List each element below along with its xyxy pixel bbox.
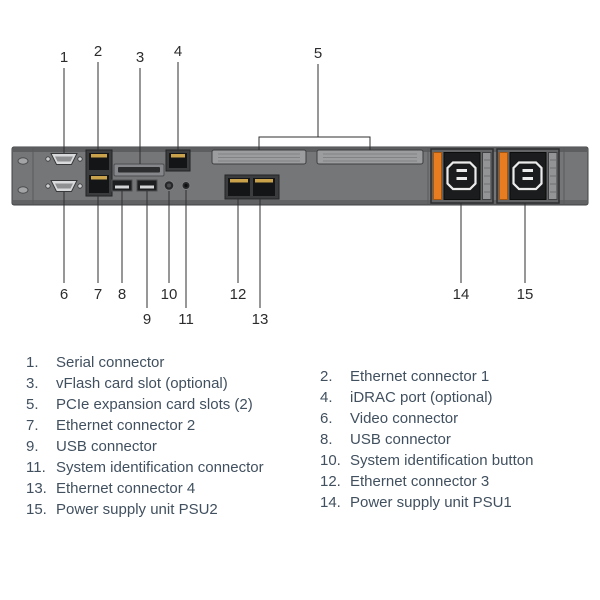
- legend-item-label: PCIe expansion card slots (2): [56, 396, 253, 413]
- legend-item-label: Power supply unit PSU2: [56, 501, 218, 518]
- legend-column-left: 1. Serial connector 3. vFlash card slot …: [26, 352, 320, 520]
- callout-number-6: 6: [59, 286, 69, 303]
- legend-item-number: 13.: [26, 480, 47, 497]
- callout-number-10: 10: [160, 286, 178, 303]
- legend-item-label: Ethernet connector 2: [56, 417, 196, 434]
- legend-item-number: 9.: [26, 438, 39, 455]
- legend-item-3: 3. vFlash card slot (optional): [26, 373, 320, 394]
- legend-item-number: 15.: [26, 501, 47, 518]
- legend-item-11: 11. System identification connector: [26, 457, 320, 478]
- legend-item-12: 12. Ethernet connector 3: [320, 471, 592, 492]
- legend-item-number: 5.: [26, 396, 39, 413]
- callout-number-11: 11: [178, 311, 194, 328]
- callout-number-2: 2: [93, 43, 103, 60]
- legend-item-number: 12.: [320, 473, 341, 490]
- legend-item-label: USB connector: [350, 431, 451, 448]
- legend-item-label: Ethernet connector 3: [350, 473, 490, 490]
- system-id-button-icon: [163, 180, 175, 191]
- legend-item-6: 6. Video connector: [320, 408, 592, 429]
- legend-item-number: 3.: [26, 375, 39, 392]
- callout-number-5: 5: [313, 45, 323, 62]
- psu2-icon: [496, 148, 560, 204]
- legend-item-label: Serial connector: [56, 354, 165, 371]
- legend-item-label: Power supply unit PSU1: [350, 494, 512, 511]
- callout-number-3: 3: [135, 49, 145, 66]
- vflash-card-slot-icon: [113, 163, 165, 177]
- callout-number-13: 13: [251, 311, 269, 328]
- callout-number-1: 1: [59, 49, 69, 66]
- serial-connector-icon: [45, 153, 83, 165]
- legend-item-8: 8. USB connector: [320, 429, 592, 450]
- legend-column-right: 2. Ethernet connector 1 4. iDRAC port (o…: [320, 366, 592, 520]
- callout-number-8: 8: [117, 286, 127, 303]
- ethernet-connector-4-icon: [253, 178, 275, 196]
- ethernet-connector-2-icon: [89, 175, 109, 193]
- rear-panel-figure: 1 2 3 4 5 6 7 8 9 10 11 12 13 14 15: [11, 43, 589, 328]
- legend-item-15: 15. Power supply unit PSU2: [26, 499, 320, 520]
- legend-item-number: 1.: [26, 354, 39, 371]
- legend-item-13: 13. Ethernet connector 4: [26, 478, 320, 499]
- legend-item-number: 8.: [320, 431, 333, 448]
- ethernet-connector-1-icon: [85, 149, 113, 197]
- callout-number-14: 14: [452, 286, 470, 303]
- usb-connector-9-icon: [136, 179, 158, 192]
- psu1-icon: [430, 148, 494, 204]
- legend-item-label: Ethernet connector 4: [56, 480, 196, 497]
- pcie-slot-2-icon: [316, 149, 424, 165]
- legend-item-4: 4. iDRAC port (optional): [320, 387, 592, 408]
- legend-item-label: vFlash card slot (optional): [56, 375, 228, 392]
- callout-number-12: 12: [229, 286, 247, 303]
- callout-lines: [63, 62, 526, 308]
- legend-item-label: Video connector: [350, 410, 459, 427]
- callout-number-9: 9: [142, 311, 152, 328]
- legend-item-number: 2.: [320, 368, 333, 385]
- callout-number-7: 7: [93, 286, 103, 303]
- system-id-connector-icon: [181, 181, 191, 190]
- legend-item-label: System identification button: [350, 452, 534, 469]
- idrac-port-icon: [165, 149, 191, 172]
- legend-item-number: 6.: [320, 410, 333, 427]
- legend-item-number: 14.: [320, 494, 341, 511]
- legend-item-10: 10. System identification button: [320, 450, 592, 471]
- pcie-slot-1-icon: [211, 149, 307, 165]
- legend-item-number: 4.: [320, 389, 333, 406]
- legend-item-label: USB connector: [56, 438, 157, 455]
- callout-number-4: 4: [173, 43, 183, 60]
- legend-item-5: 5. PCIe expansion card slots (2): [26, 394, 320, 415]
- usb-connector-8-icon: [111, 179, 133, 192]
- rear-panel-diagram: [11, 62, 589, 308]
- legend-item-7: 7. Ethernet connector 2: [26, 415, 320, 436]
- video-connector-icon: [45, 180, 83, 192]
- legend-item-number: 11.: [26, 459, 46, 476]
- legend-item-2: 2. Ethernet connector 1: [320, 366, 592, 387]
- legend-item-number: 10.: [320, 452, 341, 469]
- legend-item-label: iDRAC port (optional): [350, 389, 493, 406]
- legend: 1. Serial connector 3. vFlash card slot …: [0, 345, 600, 520]
- legend-item-label: System identification connector: [56, 459, 264, 476]
- legend-item-9: 9. USB connector: [26, 436, 320, 457]
- callout-number-15: 15: [516, 286, 534, 303]
- legend-item-label: Ethernet connector 1: [350, 368, 490, 385]
- legend-item-number: 7.: [26, 417, 39, 434]
- legend-item-14: 14. Power supply unit PSU1: [320, 492, 592, 513]
- legend-item-1: 1. Serial connector: [26, 352, 320, 373]
